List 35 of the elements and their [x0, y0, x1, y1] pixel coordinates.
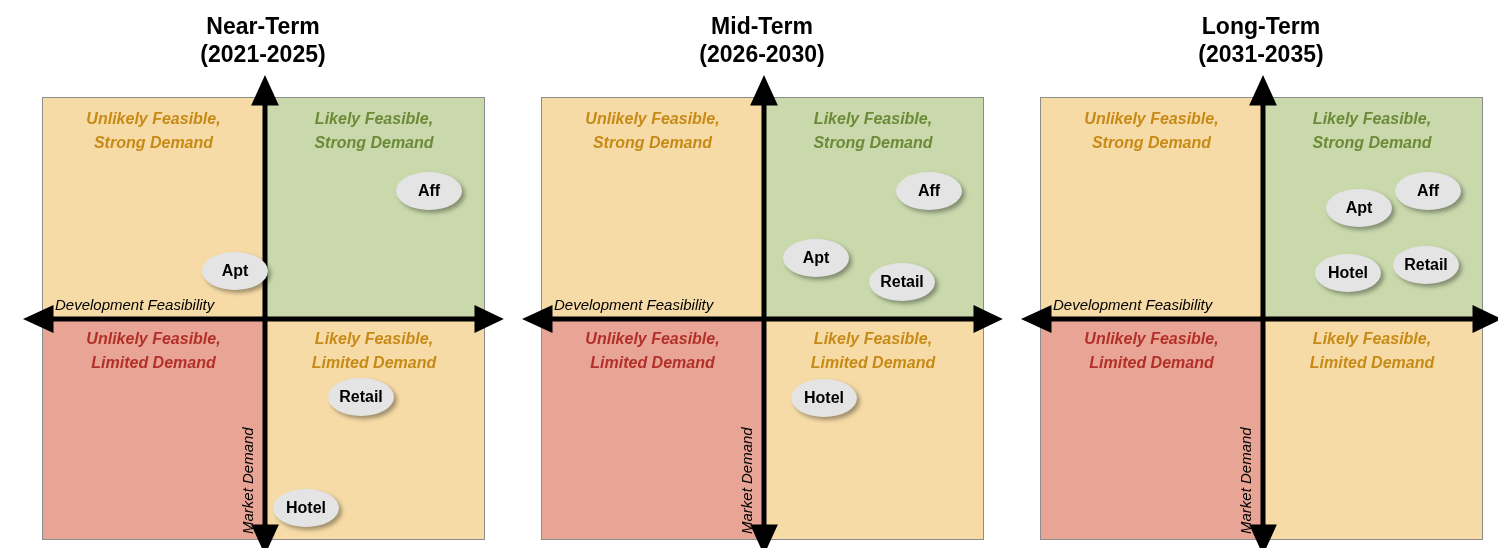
quadrant-label: Likely Feasible, Limited Demand [1308, 329, 1436, 373]
category-bubble: Retail [869, 263, 935, 301]
category-bubble: Apt [1326, 189, 1392, 227]
quadrant-label: Unlikely Feasible, Strong Demand [584, 109, 721, 153]
panel-title: Near-Term (2021-2025) [199, 12, 327, 68]
category-bubble: Aff [896, 172, 962, 210]
panel-title: Long-Term (2031-2035) [1197, 12, 1325, 68]
category-bubble: Retail [328, 378, 394, 416]
panel-title: Mid-Term (2026-2030) [698, 12, 826, 68]
quadrant-label: Unlikely Feasible, Limited Demand [584, 329, 721, 373]
quadrant [1041, 98, 1262, 318]
quadrant [542, 98, 763, 318]
category-bubble: Apt [783, 239, 849, 277]
category-bubble: Apt [202, 252, 268, 290]
category-bubble: Hotel [1315, 254, 1381, 292]
quadrant-label: Likely Feasible, Strong Demand [1311, 109, 1433, 153]
quadrant-label: Likely Feasible, Strong Demand [313, 109, 435, 153]
axis-label: Development Feasibility [554, 296, 714, 313]
quadrant-label: Likely Feasible, Strong Demand [812, 109, 934, 153]
quadrant-label: Likely Feasible, Limited Demand [310, 329, 438, 373]
axis-label: Development Feasibility [55, 296, 215, 313]
category-bubble: Hotel [791, 379, 857, 417]
quadrant-label: Likely Feasible, Limited Demand [809, 329, 937, 373]
axis-label: Market Demand [1237, 427, 1254, 534]
quadrant-label: Unlikely Feasible, Limited Demand [85, 329, 222, 373]
category-bubble: Hotel [273, 489, 339, 527]
quadrant-label: Unlikely Feasible, Limited Demand [1083, 329, 1220, 373]
axis-label: Development Feasibility [1053, 296, 1213, 313]
quadrant-label: Unlikely Feasible, Strong Demand [1083, 109, 1220, 153]
category-bubble: Aff [396, 172, 462, 210]
quadrant-label: Unlikely Feasible, Strong Demand [85, 109, 222, 153]
axis-label: Market Demand [239, 427, 256, 534]
category-bubble: Aff [1395, 172, 1461, 210]
category-bubble: Retail [1393, 246, 1459, 284]
axis-label: Market Demand [738, 427, 755, 534]
